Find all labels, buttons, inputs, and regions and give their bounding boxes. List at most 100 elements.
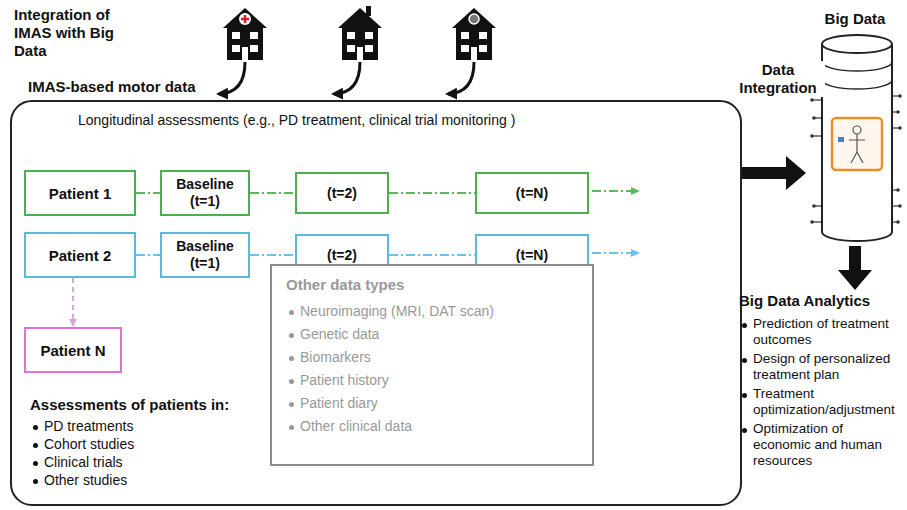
list-item: Other studies xyxy=(30,472,127,489)
box-label: (t=N) xyxy=(516,185,548,202)
connector xyxy=(389,255,475,256)
list-item: Optimization of economic and human resou… xyxy=(739,421,901,469)
trace-dot xyxy=(810,98,814,102)
box-label: (t=2) xyxy=(327,185,357,202)
big-data-store: Big Data xyxy=(806,8,904,246)
connector xyxy=(136,255,160,256)
home-icon xyxy=(338,8,382,60)
arrowhead xyxy=(786,156,806,190)
hospital-badge xyxy=(239,13,251,25)
trace-dot xyxy=(896,220,900,224)
trace-dot xyxy=(898,126,902,130)
connector xyxy=(389,193,475,194)
data-flow-arrow xyxy=(334,62,360,94)
list-item: Patient history xyxy=(286,372,578,389)
figure-body xyxy=(849,134,865,163)
trace-dot xyxy=(812,116,816,120)
timeline-tail xyxy=(592,190,632,192)
connector-line xyxy=(250,254,295,256)
trace-dot xyxy=(810,220,814,224)
diagram-title: Integration of IMAS with Big Data xyxy=(14,6,142,60)
list-item: Design of personalized treatment plan xyxy=(739,351,901,383)
figure-head xyxy=(853,126,861,134)
figure-marker xyxy=(838,137,844,142)
connector-line xyxy=(136,192,160,194)
cylinder-top xyxy=(822,35,892,53)
patient-box: Patient 1 xyxy=(24,170,136,216)
connector-line xyxy=(250,192,295,194)
arrowhead xyxy=(838,270,872,290)
connector-line xyxy=(849,246,861,274)
box-label: Patient N xyxy=(40,342,105,359)
connector-line xyxy=(389,254,475,256)
box-label: Patient 1 xyxy=(49,185,112,202)
list-heading: Other data types xyxy=(286,276,578,294)
trace xyxy=(892,205,899,206)
timepoint-box: Baseline (t=1) xyxy=(160,232,250,278)
list-item: Neuroimaging (MRI, DAT scan) xyxy=(286,303,578,320)
timepoint-box: Baseline (t=1) xyxy=(160,170,250,216)
patient-box: Patient 2 xyxy=(24,232,136,278)
trace xyxy=(892,127,899,128)
box-label: Baseline (t=1) xyxy=(170,176,240,210)
analytics-list: Big Data AnalyticsPrediction of treatmen… xyxy=(733,290,905,474)
trace xyxy=(813,221,822,222)
trace xyxy=(813,135,822,136)
list-item: Patient diary xyxy=(286,395,578,412)
clinic-icon xyxy=(452,8,496,60)
other-data-box: Other data typesNeuroimaging (MRI, DAT s… xyxy=(270,264,594,466)
hospital-icon xyxy=(223,8,267,60)
list-item: Genetic data xyxy=(286,326,578,343)
trace xyxy=(815,205,822,206)
connector xyxy=(250,255,295,256)
trace-dot xyxy=(898,204,902,208)
list-item: Treatment optimization/adjustment xyxy=(739,386,901,418)
trace-dot xyxy=(898,94,902,98)
connector-line xyxy=(136,254,160,256)
connector xyxy=(136,193,160,194)
connector-line xyxy=(389,192,475,194)
trace-dot xyxy=(810,134,814,138)
connector xyxy=(250,193,295,194)
data-flow-arrow xyxy=(219,62,245,94)
list-item: Prediction of treatment outcomes xyxy=(739,316,901,348)
body-scan-panel xyxy=(832,118,882,170)
chimney xyxy=(366,6,371,16)
trace xyxy=(892,95,899,96)
cylinder-ring xyxy=(822,62,892,89)
list-heading: Assessments of patients in: xyxy=(30,396,229,414)
list-item: Cohort studies xyxy=(30,436,134,453)
connector xyxy=(69,278,77,327)
patient-box: Patient N xyxy=(24,327,122,373)
timepoint-box: (t=2) xyxy=(295,172,389,214)
section-subtitle: Longitudinal assessments (e.g., PD treat… xyxy=(78,112,515,129)
trace-dot xyxy=(896,188,900,192)
list-item: Clinical trials xyxy=(30,454,123,471)
box-label: (t=N) xyxy=(516,247,548,264)
connector-line xyxy=(72,278,74,321)
section-heading: IMAS-based motor data xyxy=(28,78,196,96)
trace xyxy=(813,99,822,100)
timeline-head xyxy=(631,249,640,257)
list-item: Other clinical data xyxy=(286,418,578,435)
trace-dot xyxy=(896,110,900,114)
list-item: PD treatments xyxy=(30,418,133,435)
data-flow-arrow xyxy=(448,62,474,94)
connector-line xyxy=(742,167,790,179)
timepoint-box: (t=N) xyxy=(475,172,589,214)
red-cross xyxy=(241,15,249,23)
connector xyxy=(838,246,872,290)
box-label: (t=2) xyxy=(327,247,357,264)
box-label: Patient 2 xyxy=(49,247,112,264)
connector xyxy=(742,156,806,190)
database-cylinder xyxy=(822,44,892,241)
timeline-head xyxy=(631,187,640,195)
trace xyxy=(815,117,822,118)
trace-dot xyxy=(812,204,816,208)
box-label: Baseline (t=1) xyxy=(170,238,240,272)
list-item: Biomarkers xyxy=(286,349,578,366)
clinic-badge xyxy=(469,14,479,24)
list-heading: Big Data Analytics xyxy=(739,292,901,310)
connector-label: Data Integration xyxy=(731,61,825,97)
